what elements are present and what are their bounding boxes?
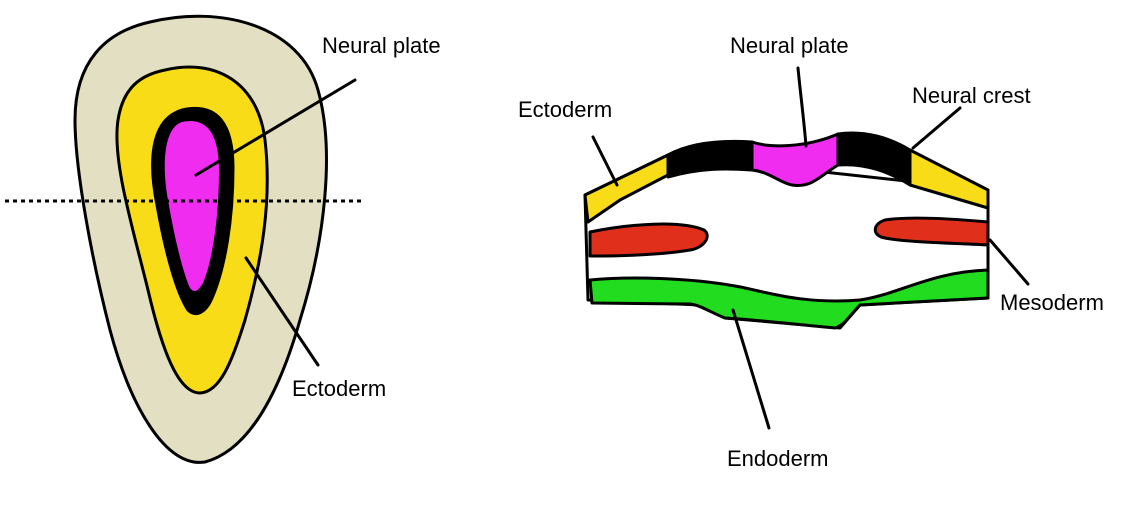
label-endoderm: Endoderm bbox=[727, 446, 829, 471]
leader-mesoderm bbox=[990, 240, 1028, 284]
embryo-top-view: Neural plate Ectoderm bbox=[5, 16, 441, 462]
embryo-cross-section: Neural plate Ectoderm Neural crest Mesod… bbox=[518, 33, 1104, 471]
leader-neural-plate-right bbox=[798, 68, 806, 146]
label-neural-crest: Neural crest bbox=[912, 83, 1031, 108]
leader-neural-crest bbox=[913, 108, 960, 148]
label-mesoderm: Mesoderm bbox=[1000, 290, 1104, 315]
leader-endoderm bbox=[733, 310, 769, 428]
leader-ectoderm-right bbox=[593, 137, 617, 185]
mesoderm-left bbox=[590, 224, 707, 256]
label-neural-plate-right: Neural plate bbox=[730, 33, 849, 58]
label-ectoderm-right: Ectoderm bbox=[518, 97, 612, 122]
label-neural-plate-left: Neural plate bbox=[322, 33, 441, 58]
label-ectoderm-left: Ectoderm bbox=[292, 376, 386, 401]
